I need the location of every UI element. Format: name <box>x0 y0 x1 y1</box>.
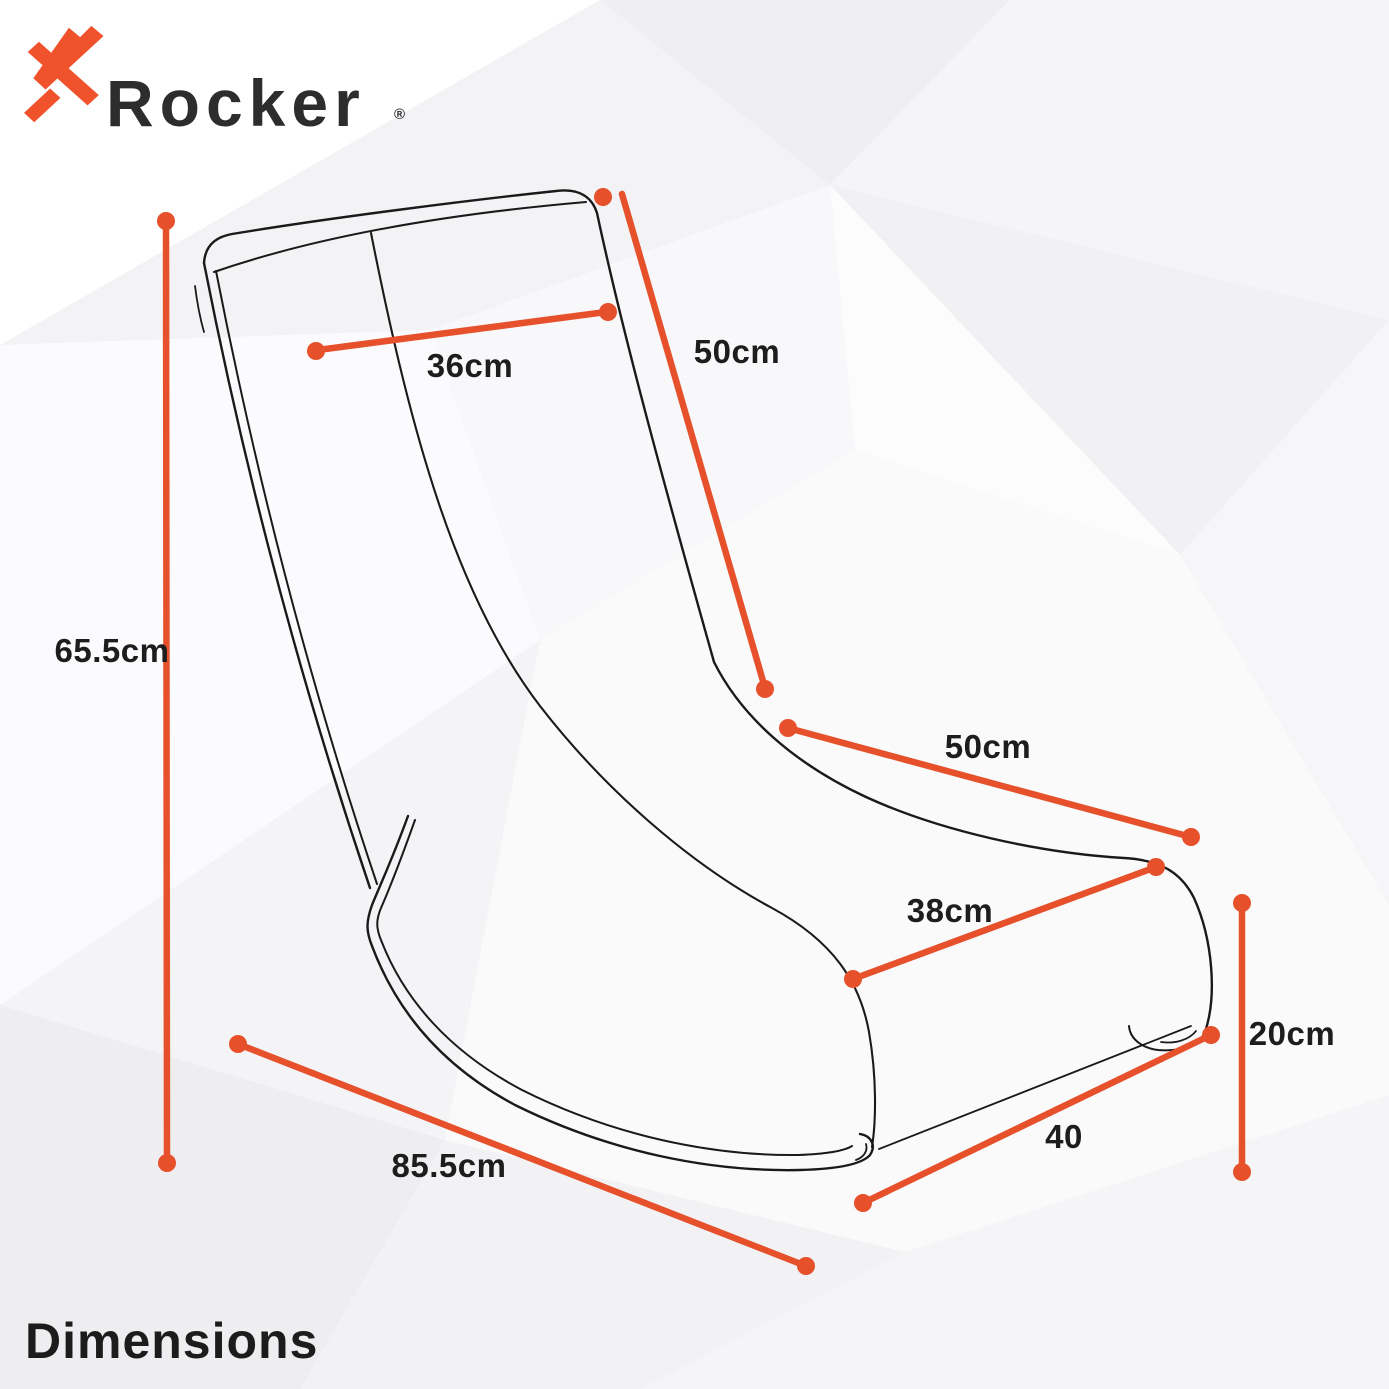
dimension-label-base-depth: 40 <box>1045 1118 1083 1155</box>
dimension-line-overall-height <box>157 212 176 1172</box>
dimension-line-base-depth <box>854 1026 1220 1212</box>
dimension-label-base-height: 20cm <box>1248 1015 1336 1052</box>
dimension-label-overall-length: 85.5cm <box>391 1147 507 1184</box>
backrest-left-edge <box>202 261 372 890</box>
rocker-tip-detail <box>855 1143 868 1161</box>
backrest-left-edge-inner <box>215 270 378 885</box>
dimension-lines <box>157 188 1251 1275</box>
dimension-label-seat-width: 38cm <box>906 892 994 929</box>
dimension-label-overall-height: 65.5cm <box>54 632 170 669</box>
dimension-line-backrest-height <box>594 188 774 698</box>
rocker-front-edge <box>878 1025 1192 1150</box>
registered-trademark-icon: ® <box>394 106 406 123</box>
dimension-label-backrest-height: 50cm <box>693 333 781 370</box>
rocker-rail-inner <box>376 819 853 1157</box>
brand-name: Rocker <box>106 66 366 140</box>
chair-silhouette <box>202 189 1213 1034</box>
brand-x-icon <box>23 25 104 123</box>
brand-logo: Rocker ® <box>20 24 440 140</box>
chair-outline <box>194 189 1213 1172</box>
dimension-label-backrest-width: 36cm <box>426 347 514 384</box>
dimension-line-backrest-width <box>307 303 617 360</box>
rocker-right-foot-inner <box>1160 1030 1197 1044</box>
backrest-top-seam <box>213 201 587 273</box>
dimension-line-seat-width <box>844 858 1165 988</box>
figure-caption: Dimensions <box>25 1313 319 1369</box>
dimension-label-seat-depth: 50cm <box>944 728 1032 765</box>
rocker-rail-outer <box>366 814 874 1172</box>
dimension-line-seat-depth <box>779 719 1200 846</box>
dimension-line-overall-length <box>229 1035 815 1275</box>
backrest-left-notch <box>194 285 205 333</box>
seat-front-seam <box>369 231 877 1149</box>
dimension-line-base-height <box>1233 894 1251 1181</box>
